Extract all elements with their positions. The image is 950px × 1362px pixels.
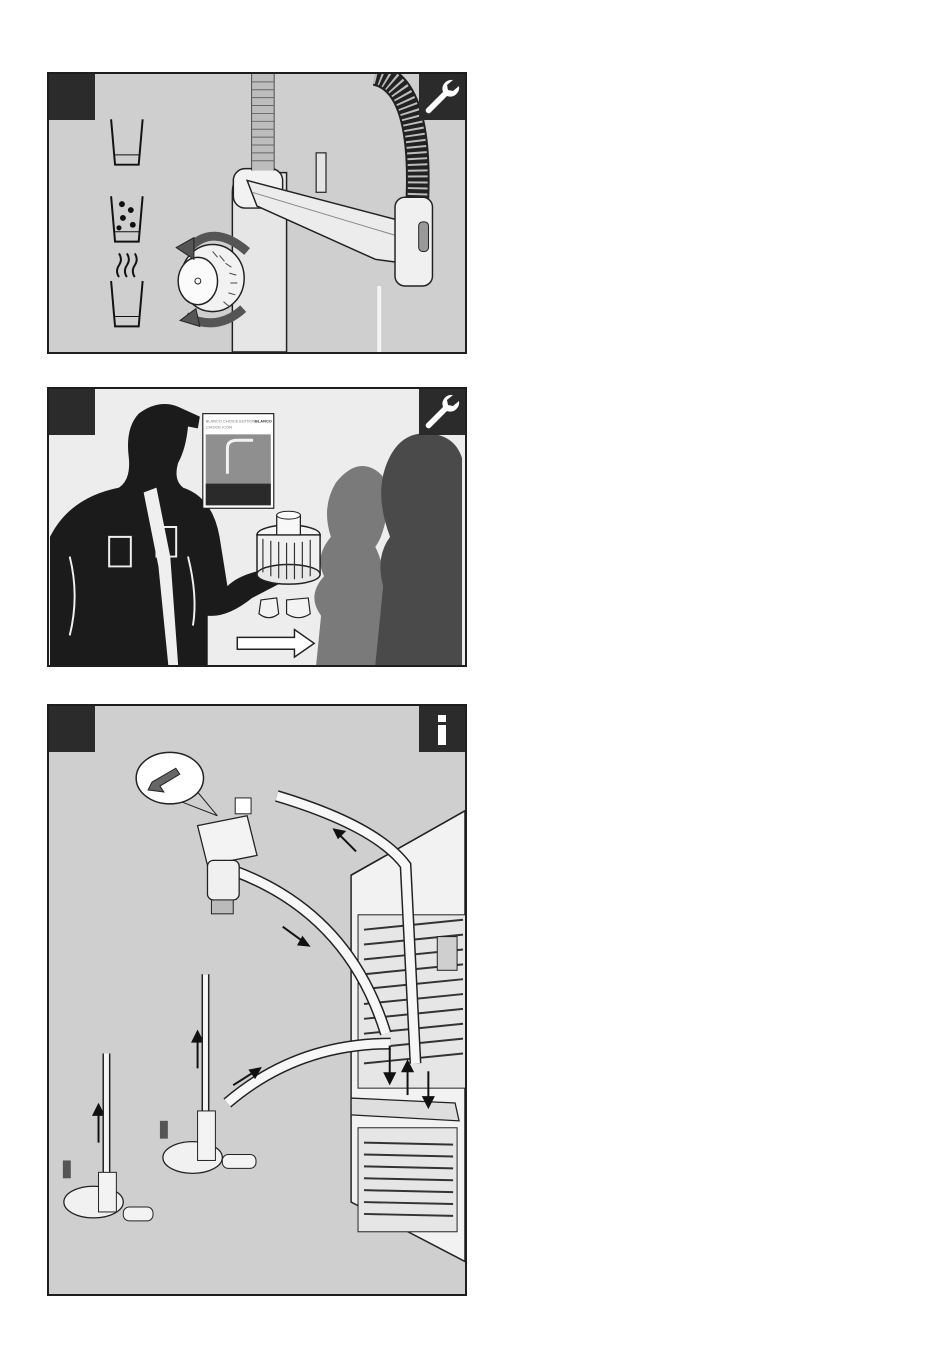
hot-water-angle-valve: [63, 1053, 153, 1220]
panel-service-handover: BLANCO CHOICE.EDITION CHOICE.ICON BLANCO: [47, 387, 467, 667]
manual-subtitle: CHOICE.ICON: [206, 424, 232, 429]
info-icon: [419, 706, 465, 752]
wrench-icon: [419, 74, 465, 120]
wrench-icon: [419, 389, 465, 435]
step-number-badge: [49, 389, 95, 435]
sparkling-water-glass-icon: [111, 196, 143, 241]
manual-brand: BLANCO: [255, 419, 272, 424]
technician-illustration: BLANCO CHOICE.EDITION CHOICE.ICON BLANCO: [49, 389, 465, 665]
step-number-badge: [49, 74, 95, 120]
connection-diagram: [49, 706, 465, 1294]
tap-knob-illustration: [49, 74, 465, 352]
cold-water-angle-valve: [160, 974, 256, 1173]
panel-water-connection: [47, 704, 467, 1296]
step-number-badge: [49, 706, 95, 752]
still-water-glass-icon: [111, 119, 143, 164]
manual-booklet: BLANCO CHOICE.EDITION CHOICE.ICON BLANCO: [203, 414, 274, 509]
hot-water-glass-icon: [111, 253, 143, 326]
manual-title: BLANCO CHOICE.EDITION: [206, 419, 256, 424]
panel-tap-settings: [47, 72, 467, 354]
